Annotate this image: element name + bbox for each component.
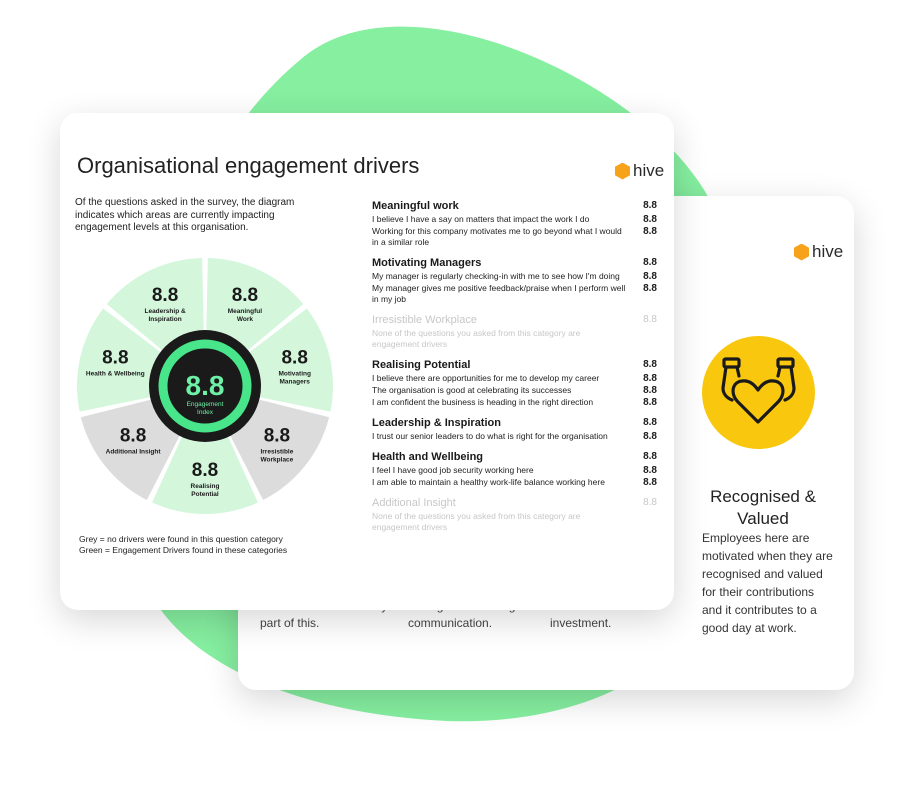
hive-hexagon-icon — [615, 162, 630, 180]
wheel-segment — [230, 399, 330, 501]
segment-label: Work — [237, 316, 254, 323]
question-row: I am confident the business is heading i… — [372, 397, 657, 408]
question-row: My manager gives me positive feedback/pr… — [372, 283, 657, 304]
segment-label: Managers — [280, 379, 311, 386]
engagement-index-label-2: Index — [197, 409, 214, 416]
segment-label: Realising — [191, 483, 220, 490]
wheel-segment — [106, 258, 204, 351]
segment-value: 8.8 — [192, 460, 218, 481]
segment-value: 8.8 — [232, 285, 258, 306]
feature-title: Recognised & Valued — [710, 487, 816, 528]
question-row: I believe there are opportunities for me… — [372, 373, 657, 384]
segment-value: 8.8 — [102, 348, 128, 369]
wheel-segment — [80, 399, 180, 501]
segment-label: Motivating — [278, 371, 311, 378]
scroll-fade — [360, 553, 670, 593]
segment-label: Health & Wellbeing — [86, 371, 145, 378]
wheel-center-ring — [158, 339, 252, 433]
segment-label: Workplace — [261, 456, 294, 463]
question-row: My manager is regularly checking-in with… — [372, 271, 657, 282]
page-title: Organisational engagement drivers — [77, 153, 420, 178]
segment-value: 8.8 — [152, 285, 178, 306]
engagement-index-label: Engagement — [187, 401, 224, 408]
segment-label: Irresistible — [260, 448, 293, 455]
segment-value: 8.8 — [120, 425, 146, 446]
wheel-segment — [77, 308, 161, 412]
hands-heart-icon — [702, 336, 815, 449]
wheel-segment — [152, 436, 258, 514]
segment-label: Potential — [191, 491, 219, 498]
engagement-index-value: 8.8 — [186, 370, 225, 401]
segment-label: Leadership & — [144, 308, 185, 315]
feature-description: Employees here are motivated when they a… — [702, 531, 833, 635]
segment-label: Meaningful — [228, 308, 262, 315]
segment-value: 8.8 — [264, 425, 290, 446]
wheel-segment — [249, 308, 333, 412]
intro-text: Of the questions asked in the survey, th… — [75, 197, 295, 233]
wheel-segment — [206, 258, 304, 351]
hive-hexagon-icon — [794, 243, 809, 261]
hive-logo: hive — [615, 161, 664, 181]
hive-logo: hive — [794, 242, 843, 262]
segment-label: Additional Insight — [106, 448, 162, 455]
wheel-legend: Grey = no drivers were found in this que… — [79, 534, 288, 555]
question-row: I trust our senior leaders to do what is… — [372, 431, 657, 442]
question-row: The organisation is good at celebrating … — [372, 385, 657, 396]
question-row: I feel I have good job security working … — [372, 465, 657, 476]
segment-label: Inspiration — [148, 316, 181, 323]
question-row: I believe I have a say on matters that i… — [372, 214, 657, 225]
question-row: I am able to maintain a healthy work-lif… — [372, 477, 657, 488]
question-row: Working for this company motivates me to… — [372, 226, 657, 247]
segment-value: 8.8 — [281, 348, 307, 369]
engagement-drivers-card: Organisational engagement drivers hive O… — [60, 113, 674, 610]
